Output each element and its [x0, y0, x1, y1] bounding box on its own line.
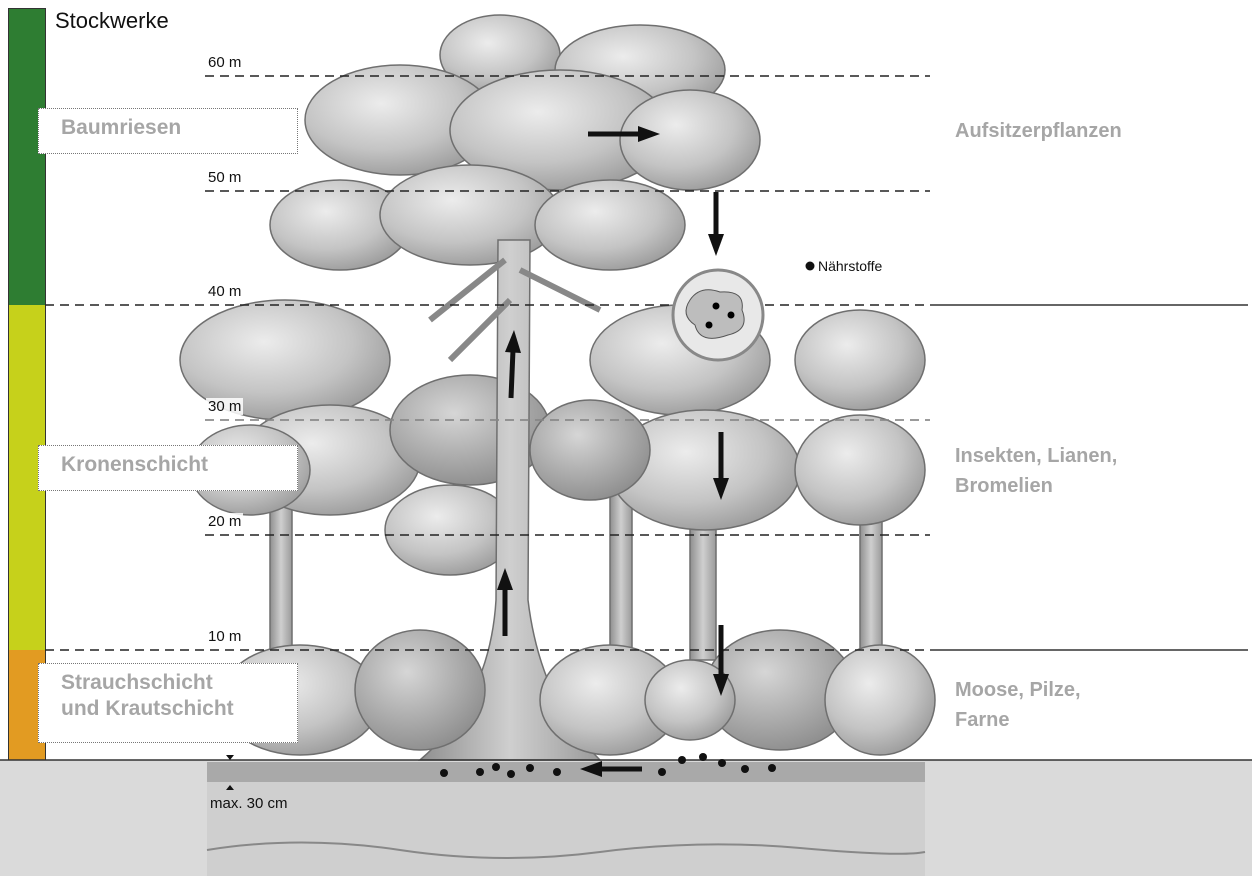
organisms-line1: Insekten, Lianen,: [955, 441, 1117, 471]
organisms-kronenschicht: Insekten, Lianen, Bromelien: [955, 441, 1117, 501]
arrow-down-1: [708, 192, 724, 256]
layer-name-kronenschicht: Kronenschicht: [38, 445, 298, 491]
height-label-40m: 40 m: [206, 283, 243, 300]
soil-illustration: [207, 762, 925, 876]
legend-dot: [806, 262, 815, 271]
chart-title: Stockwerke: [55, 8, 169, 34]
height-label-50m: 50 m: [206, 169, 243, 186]
organisms-text: Aufsitzerpflanzen: [955, 120, 1122, 142]
layer-name-strauchschicht: Strauchschicht und Krautschicht: [38, 663, 298, 743]
layer-name-baumriesen: Baumriesen: [38, 108, 298, 154]
organisms-line2: Farne: [955, 705, 1081, 735]
organisms-line1: Moose, Pilze,: [955, 675, 1081, 705]
legend-label: Nährstoffe: [818, 258, 882, 274]
understory: [220, 630, 935, 755]
layer-name-line1: Strauchschicht: [61, 670, 275, 696]
soil-depth-label: max. 30 cm: [210, 795, 288, 812]
giant-tree-canopy: [270, 15, 760, 270]
layer-name-text: Baumriesen: [61, 116, 181, 139]
height-label-10m: 10 m: [206, 628, 243, 645]
layer-name-line2: und Krautschicht: [61, 696, 275, 722]
organisms-baumriesen: Aufsitzerpflanzen: [955, 116, 1122, 146]
nutrient-magnifier: [673, 270, 763, 360]
layer-name-text: Kronenschicht: [61, 453, 208, 476]
organisms-line2: Bromelien: [955, 471, 1117, 501]
height-label-20m: 20 m: [206, 513, 243, 530]
height-label-30m: 30 m: [206, 398, 243, 415]
organisms-strauchschicht: Moose, Pilze, Farne: [955, 675, 1081, 735]
height-label-60m: 60 m: [206, 54, 243, 71]
